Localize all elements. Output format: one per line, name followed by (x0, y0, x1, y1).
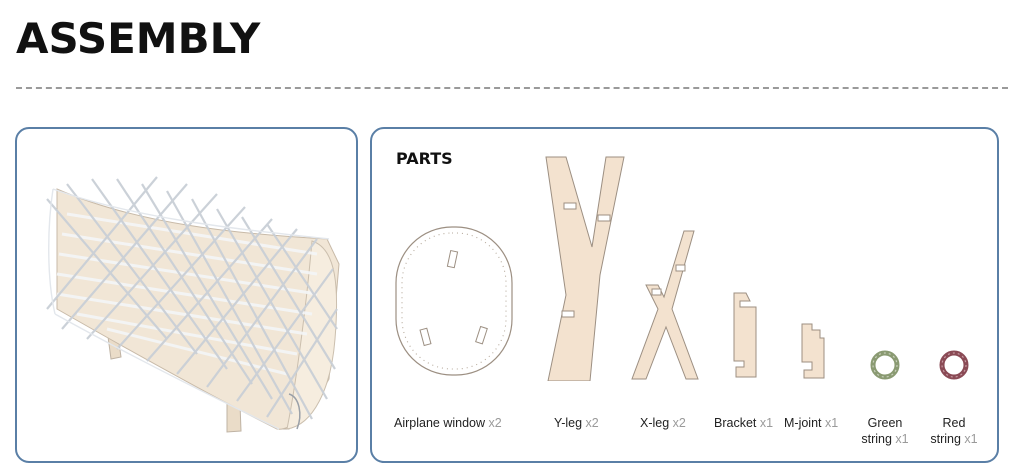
green-string-name-line2: string (861, 432, 892, 446)
red-string-ring (939, 350, 969, 380)
green-string-qty: x1 (895, 432, 909, 446)
x-leg-part (631, 230, 699, 380)
y-leg-name: Y-leg (554, 416, 583, 430)
y-leg-qty: x2 (585, 416, 599, 430)
page-title: ASSEMBLY (16, 14, 261, 63)
parts-heading: PARTS (396, 149, 453, 168)
airplane-window-label: Airplane window x2 (394, 415, 502, 431)
red-string-name-line1: Red (942, 416, 966, 430)
x-leg-label: X-leg x2 (640, 415, 686, 431)
x-leg-qty: x2 (672, 416, 686, 430)
red-string-qty: x1 (964, 432, 978, 446)
green-string-name-line1: Green (867, 416, 903, 430)
airplane-window-name: Airplane window (394, 416, 486, 430)
m-joint-name: M-joint (784, 416, 822, 430)
bracket-name: Bracket (714, 416, 757, 430)
bracket-qty: x1 (759, 416, 774, 430)
m-joint-part (801, 323, 825, 379)
red-string-name-line2: string (930, 432, 961, 446)
red-string-label: Red string x1 (927, 415, 981, 447)
parts-panel: PARTS Airplane window x2 (370, 127, 999, 463)
airplane-window-qty: x2 (488, 416, 502, 430)
y-leg-label: Y-leg x2 (554, 415, 599, 431)
green-string-label: Green string x1 (858, 415, 912, 447)
assembled-chair-photo-panel (15, 127, 358, 463)
y-leg-part (545, 156, 625, 381)
airplane-window-part (395, 226, 513, 376)
m-joint-qty: x1 (825, 416, 839, 430)
assembled-chair-photo (46, 176, 340, 433)
green-string-ring (870, 350, 900, 380)
m-joint-label: M-joint x1 (784, 415, 838, 431)
dashed-divider (16, 87, 1008, 89)
x-leg-name: X-leg (640, 416, 670, 430)
bracket-part (733, 292, 757, 378)
bracket-label: Bracket x1 (714, 415, 773, 431)
